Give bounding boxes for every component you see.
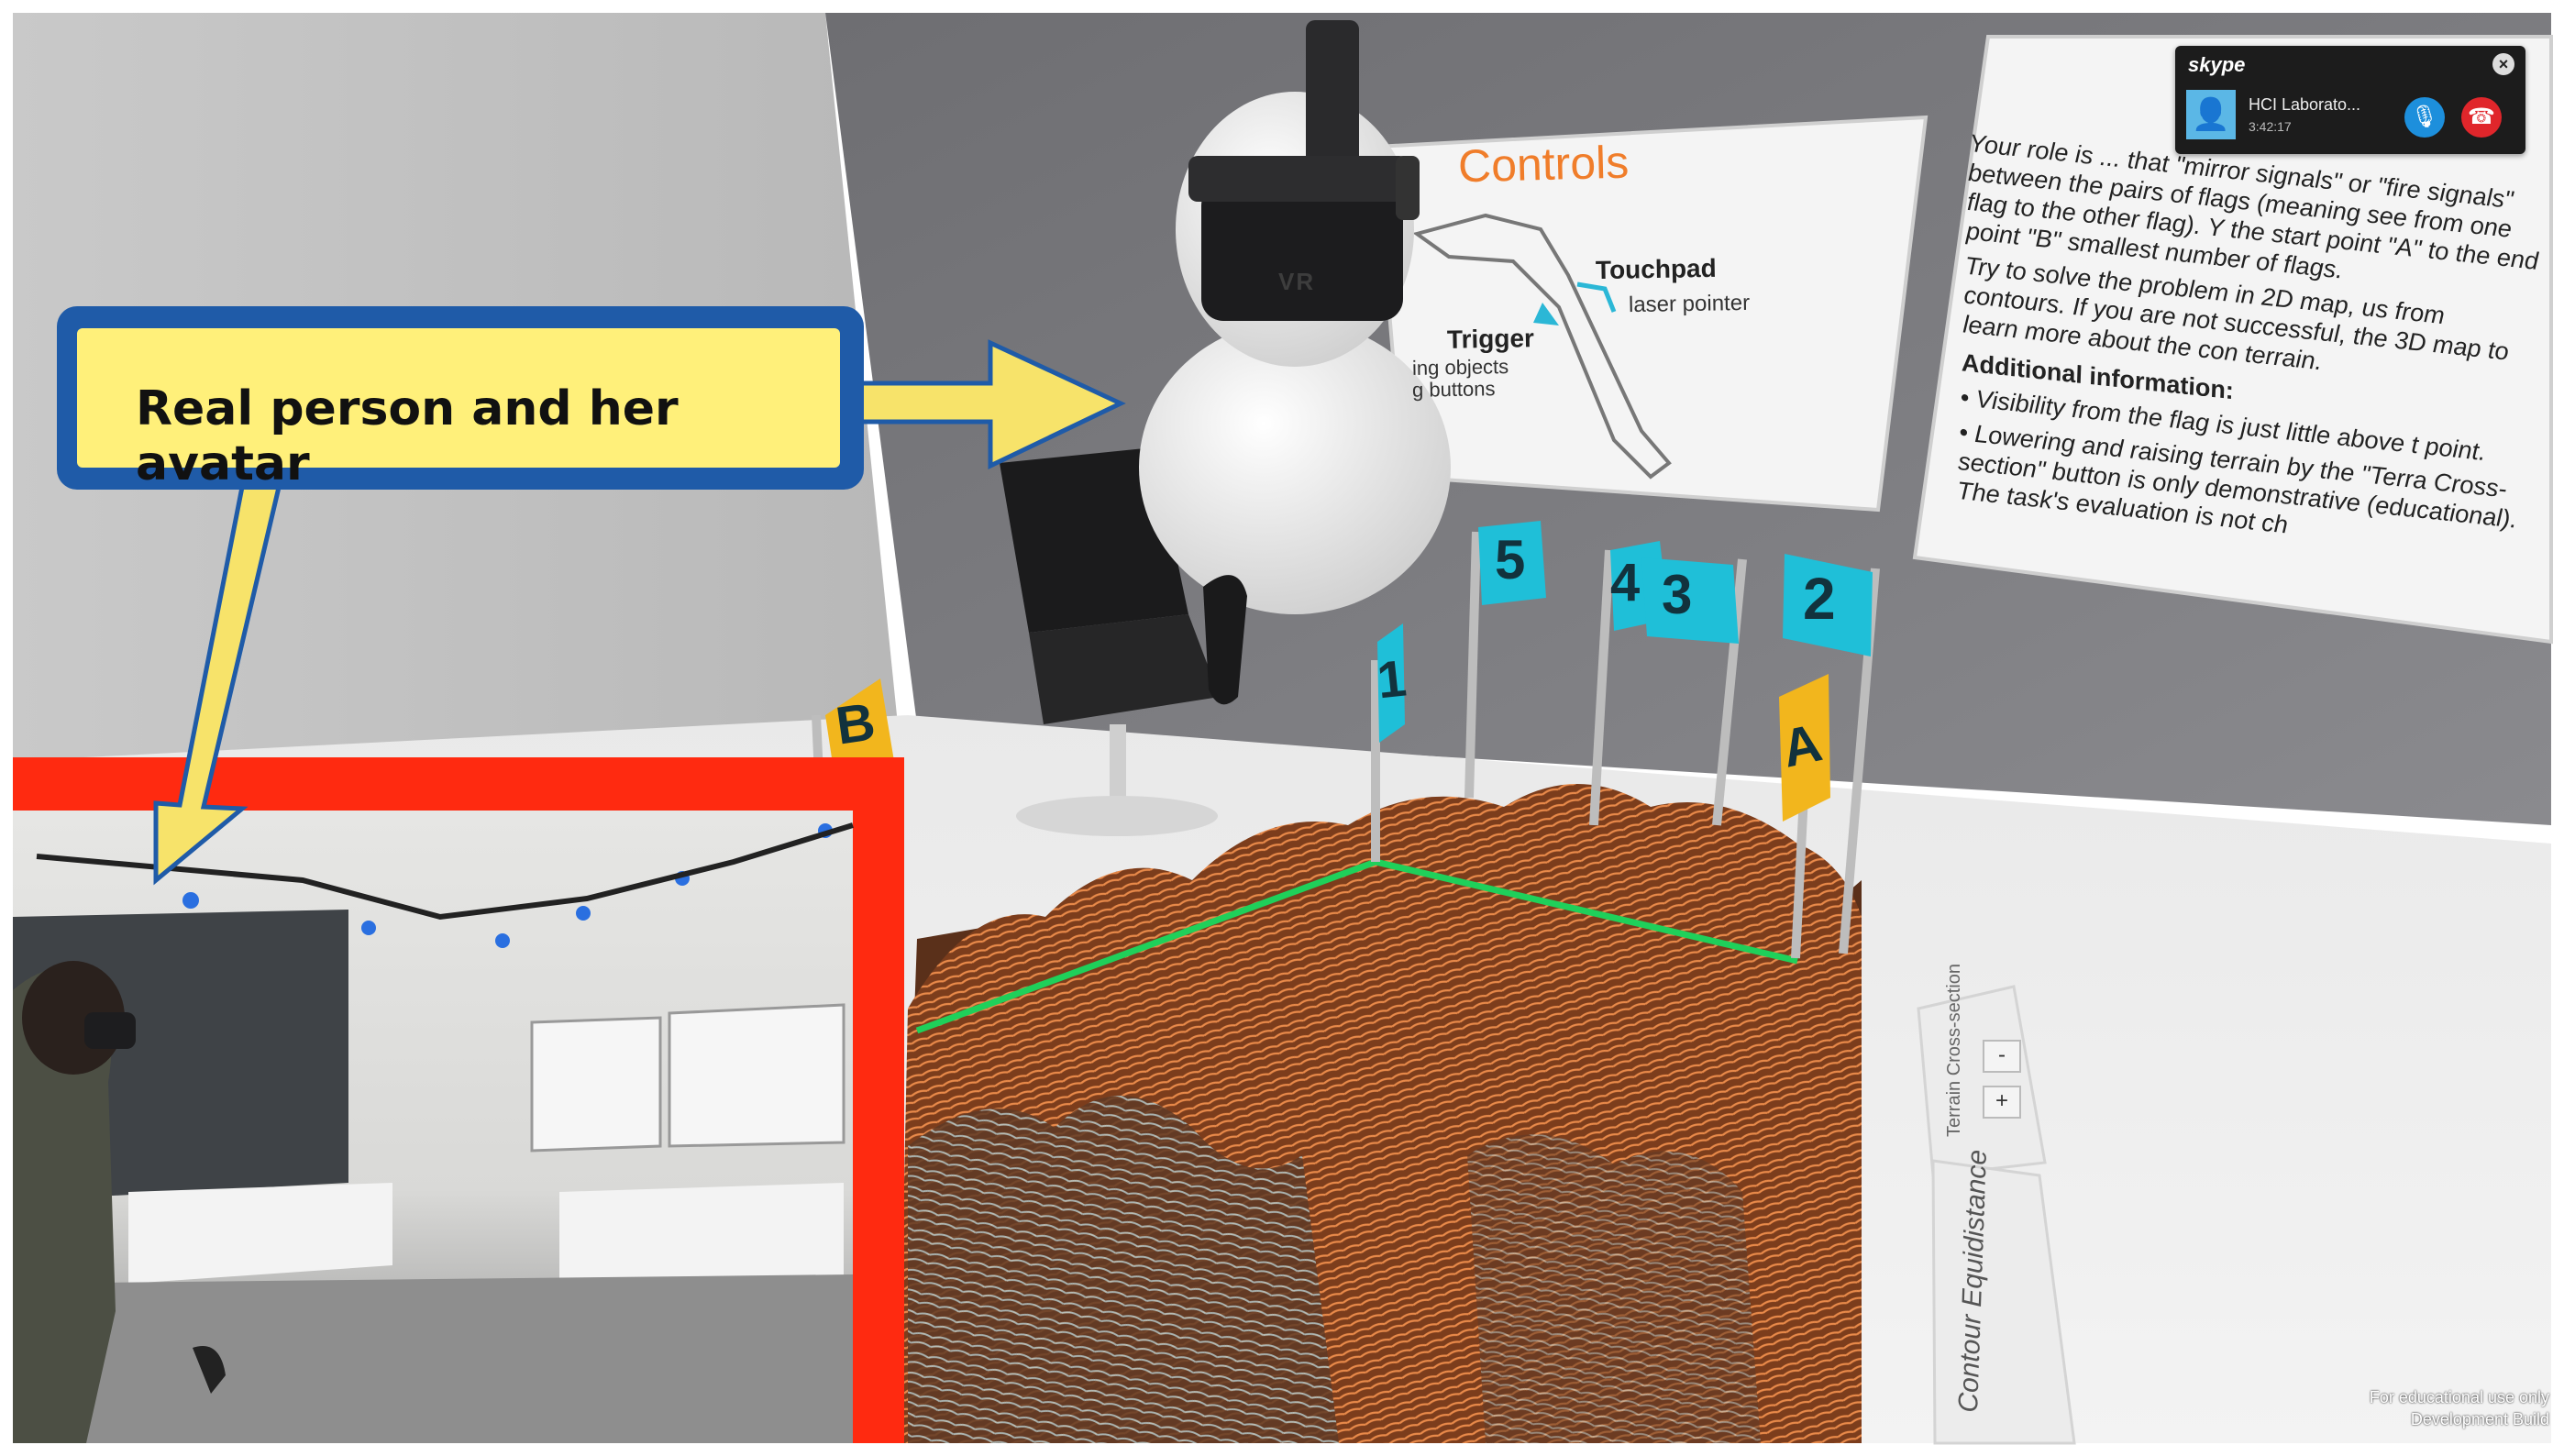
terrain-cross-section-panel (1917, 985, 2047, 1177)
arrow-to-person (153, 428, 295, 886)
flag-5-label: 5 (1495, 529, 1526, 590)
skype-call-widget[interactable]: skype × 👤 HCI Laborato... 3:42:17 🎙 ☎ (2175, 46, 2525, 154)
contour-equidistance-panel (1931, 1159, 2076, 1445)
contact-name: HCI Laborato... (2249, 95, 2361, 114)
callout-box: Real person and her avatar (57, 306, 864, 491)
terrain-raise-button[interactable]: + (1983, 1086, 2021, 1119)
flag-2-label: 2 (1803, 566, 1836, 632)
callout-inner: Real person and her avatar (77, 328, 840, 491)
flag-3-label: 3 (1662, 564, 1693, 625)
call-timer: 3:42:17 (2249, 119, 2292, 134)
flag-3 (1641, 557, 1739, 644)
flag-a (1779, 674, 1830, 822)
touchpad-label: Touchpad (1595, 253, 1717, 285)
hangup-icon[interactable]: ☎ (2461, 97, 2502, 138)
avatar (1139, 20, 1451, 705)
laser-pointer-label: laser pointer (1628, 290, 1751, 318)
skype-logo: skype (2188, 53, 2246, 76)
terrain-lower-button[interactable]: - (1983, 1040, 2021, 1073)
headset-label: VR (1278, 268, 1316, 295)
flag-5 (1478, 521, 1546, 605)
rules-text: Your role is ... that "mirror signals" o… (1956, 128, 2556, 572)
watermark-line-2: Development Build (2410, 1410, 2549, 1428)
terrain-cross-section-label: Terrain Cross-section (1944, 964, 1964, 1137)
controls-title: Controls (1457, 136, 1630, 193)
contact-avatar-icon: 👤 (2186, 90, 2236, 139)
flag-1-label: 1 (1374, 648, 1409, 710)
rules-panel (1912, 35, 2553, 645)
buttons-label: g buttons (1411, 377, 1496, 402)
watermark-line-1: For educational use only (2369, 1388, 2549, 1406)
microphone-icon[interactable]: 🎙 (2404, 97, 2445, 138)
watermark: For educational use only Development Bui… (2370, 1386, 2549, 1430)
flag-4-label: 4 (1610, 553, 1641, 612)
close-icon[interactable]: × (2492, 53, 2514, 75)
flag-1 (1377, 623, 1405, 743)
callout-label: Real person and her avatar (136, 381, 679, 491)
chair (1000, 447, 1220, 836)
flag-2 (1783, 554, 1873, 656)
trigger-label: Trigger (1446, 324, 1535, 354)
